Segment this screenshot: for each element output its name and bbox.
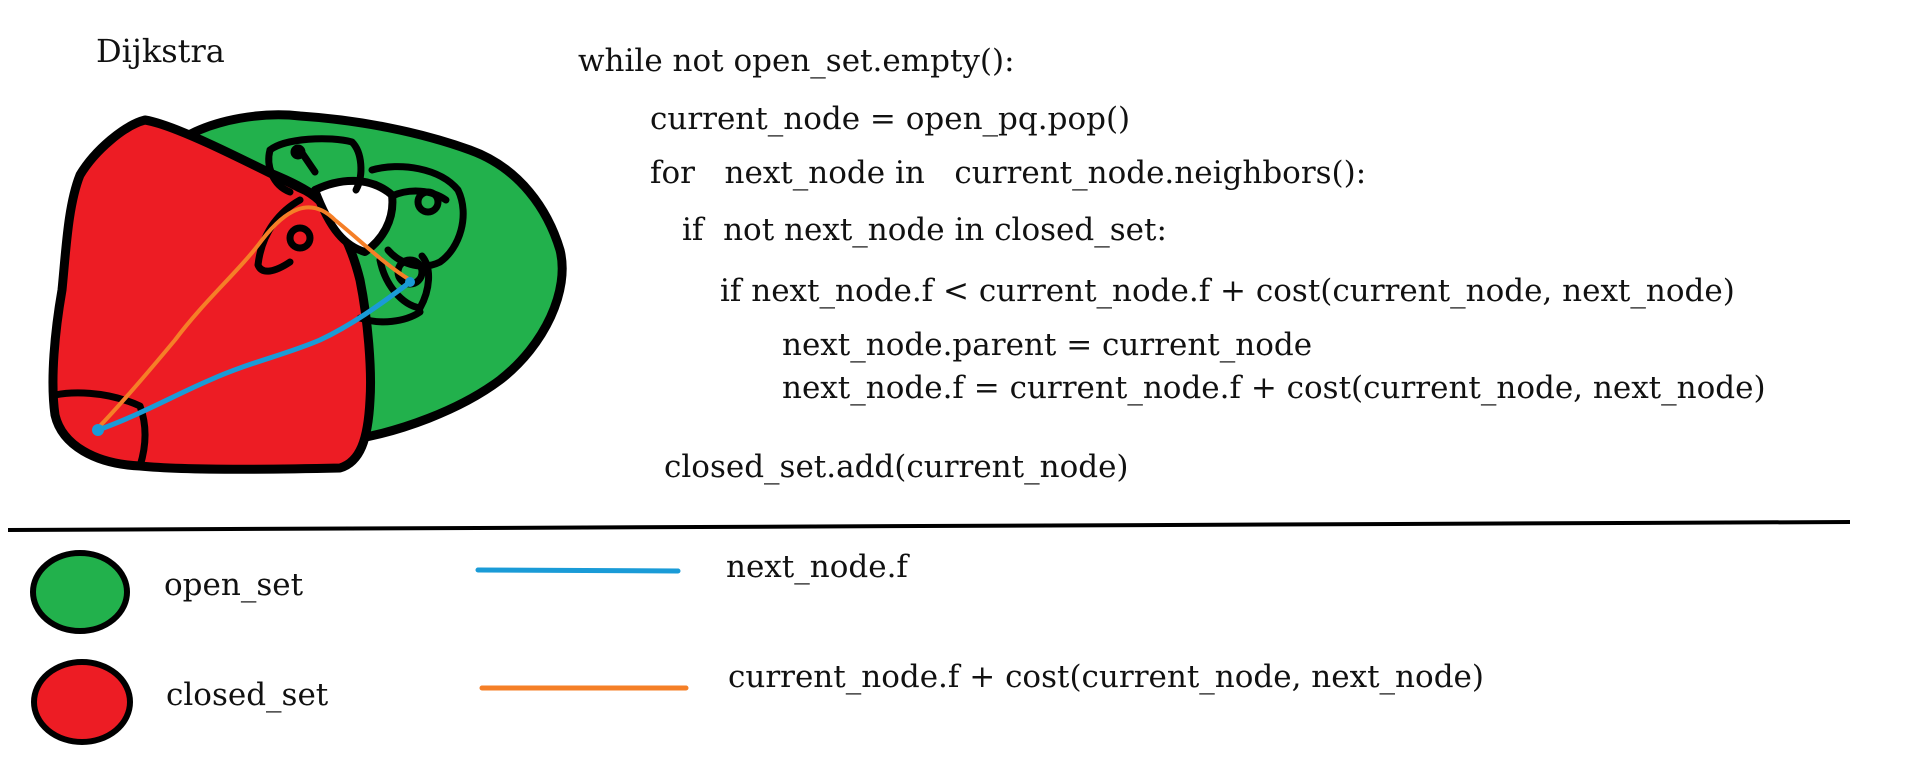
blue-next-node-path	[95, 279, 413, 433]
legend-orange-line-label: current_node.f + cost(current_node, next…	[728, 659, 1484, 695]
code-line-if-cost: if next_node.f < current_node.f + cost(c…	[720, 273, 1735, 309]
start-node-marker	[92, 424, 104, 436]
code-line-parent: next_node.parent = current_node	[782, 327, 1313, 363]
unvisited-node-region	[311, 176, 397, 256]
legend-blue-line-label: next_node.f	[726, 549, 908, 585]
code-line-pop: current_node = open_pq.pop()	[650, 101, 1131, 137]
code-line-closed-add: closed_set.add(current_node)	[664, 449, 1129, 485]
code-line-if-closed: if not next_node in closed_set:	[682, 212, 1167, 248]
legend-open-set-swatch	[30, 550, 130, 634]
legend-blue-line	[475, 567, 681, 574]
legend-open-set-label: open_set	[164, 567, 304, 603]
code-line-while: while not open_set.empty():	[578, 43, 1015, 79]
orange-cost-path	[96, 205, 412, 430]
legend-closed-set-swatch	[31, 659, 133, 745]
code-line-for: for next_node in current_node.neighbors(…	[650, 155, 1367, 191]
legend-closed-set-label: closed_set	[166, 677, 329, 713]
diagram-title: Dijkstra	[96, 32, 225, 70]
separator-line	[7, 520, 1851, 532]
code-line-f-update: next_node.f = current_node.f + cost(curr…	[782, 370, 1766, 406]
end-node-marker	[405, 277, 415, 287]
